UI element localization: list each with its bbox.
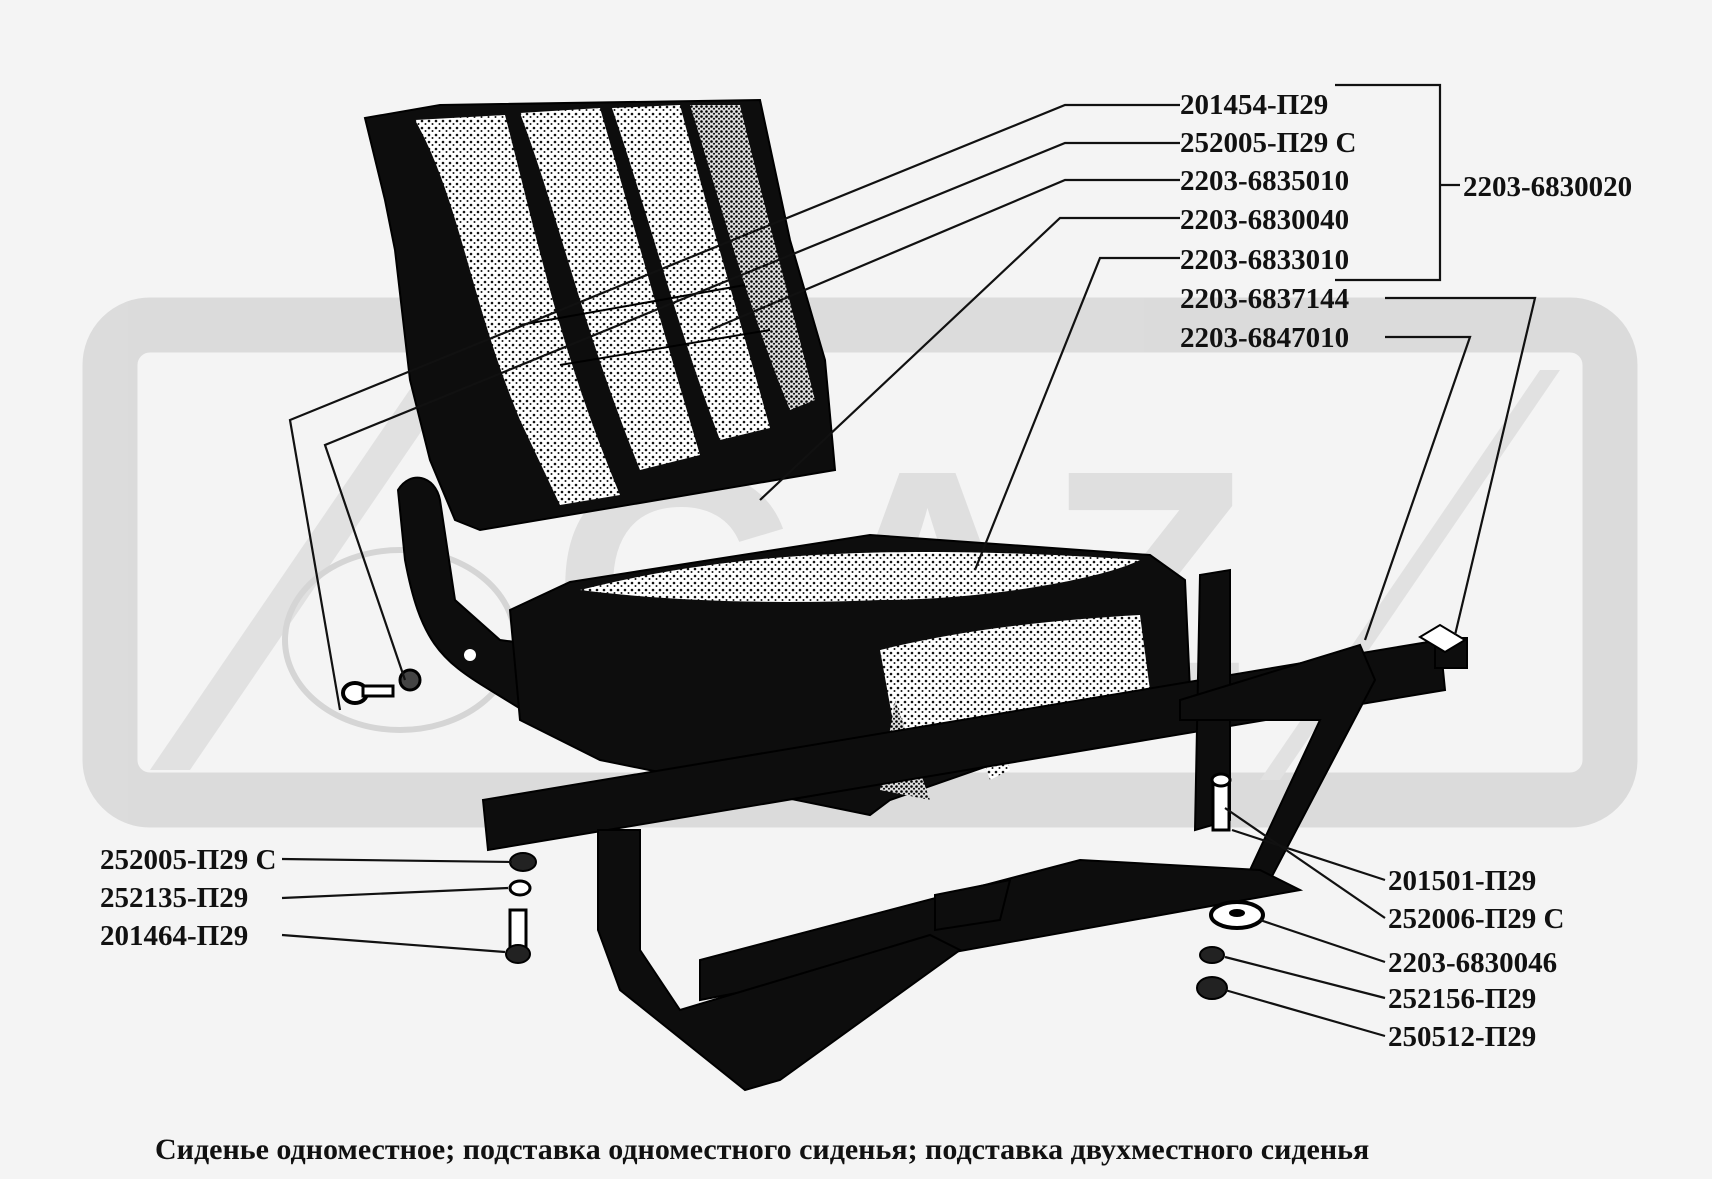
part-label: 201501-П29: [1388, 865, 1536, 897]
part-label: 2203-6835010: [1180, 165, 1349, 197]
part-label: 201454-П29: [1180, 89, 1328, 121]
part-label: 250512-П29: [1388, 1021, 1536, 1053]
labels-right: 201501-П29 252006-П29 С 2203-6830046 252…: [1388, 865, 1564, 1053]
part-label: 252006-П29 С: [1388, 903, 1564, 935]
leader-lines-left: [281, 857, 513, 954]
part-label: 2203-6833010: [1180, 244, 1349, 276]
part-label: 2203-6847010: [1180, 322, 1349, 354]
bracket-bolt: [341, 668, 422, 705]
part-label: 252005-П29 С: [100, 844, 276, 876]
part-label: 252135-П29: [100, 882, 248, 914]
seat-stand: [481, 568, 1468, 1092]
part-label: 2203-6830046: [1388, 947, 1557, 979]
seat-back: [363, 98, 837, 532]
left-hardware: [505, 852, 537, 964]
part-label: 252156-П29: [1388, 983, 1536, 1015]
labels-top: 201454-П29 252005-П29 С 2203-6835010 220…: [1180, 89, 1632, 354]
group-label: 2203-6830020: [1463, 171, 1632, 203]
part-label: 252005-П29 С: [1180, 127, 1356, 159]
labels-left: 252005-П29 С 252135-П29 201464-П29: [100, 844, 276, 952]
leader-lines-top: [288, 83, 1537, 711]
part-label: 2203-6837144: [1180, 283, 1349, 315]
part-label: 2203-6830040: [1180, 204, 1349, 236]
part-label: 201464-П29: [100, 920, 248, 952]
right-hardware: [1196, 772, 1265, 1000]
diagram-caption: Сиденье одноместное; подставка одноместн…: [155, 1133, 1369, 1166]
leader-lines-right: [1224, 807, 1386, 1038]
